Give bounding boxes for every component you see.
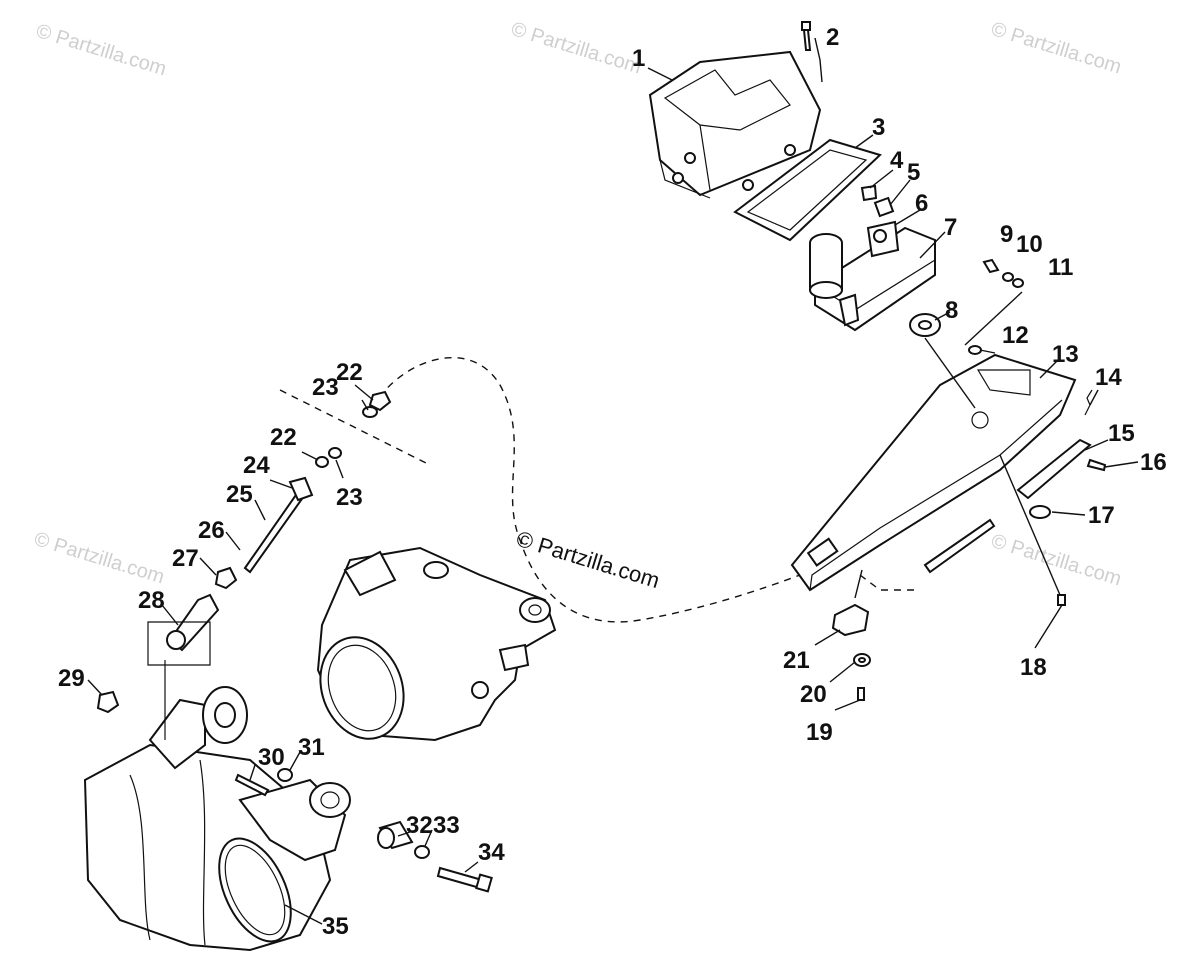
part-25-shaft <box>243 476 314 574</box>
callout-10: 10 <box>1016 231 1043 258</box>
callout-6: 6 <box>915 190 928 217</box>
axis-dashed-line-right <box>859 574 920 591</box>
callout-14: 14 <box>1095 364 1122 391</box>
leader-lines <box>87 37 1139 925</box>
part-28-rod-end <box>147 593 220 666</box>
part-27-nut <box>214 566 238 590</box>
callout-5: 5 <box>907 159 920 186</box>
callout-8: 8 <box>945 297 958 324</box>
part-35-drive-coupler <box>83 660 351 952</box>
callout-11: 11 <box>1048 254 1073 281</box>
part-20-washer <box>853 653 871 667</box>
callout-22-lower: 22 <box>270 424 297 451</box>
part-12-nut <box>968 345 982 355</box>
callout-19: 19 <box>806 719 833 746</box>
part-23-washer-upper <box>362 406 378 418</box>
callout-23-upper: 23 <box>312 374 339 401</box>
axis-dashed-line <box>279 389 431 466</box>
callout-23-lower: 23 <box>336 484 363 511</box>
callout-17: 17 <box>1088 502 1115 529</box>
part-14-clip <box>1084 389 1093 416</box>
callout-33: 33 <box>433 812 460 839</box>
part-1-cover <box>648 50 822 199</box>
callout-22-upper: 22 <box>336 359 363 386</box>
callout-12: 12 <box>1002 322 1029 349</box>
part-22-washer-lower <box>315 456 329 468</box>
part-23-washer-lower <box>328 447 342 459</box>
callout-26: 26 <box>198 517 225 544</box>
callout-25: 25 <box>226 481 253 508</box>
center-watermark: © Partzilla.com <box>514 526 663 593</box>
part-6-connector <box>866 220 900 258</box>
callout-13: 13 <box>1052 341 1079 368</box>
callout-4: 4 <box>890 147 904 174</box>
part-4-grommet <box>860 184 878 202</box>
callout-15: 15 <box>1108 420 1135 447</box>
part-2-screw <box>801 21 812 51</box>
part-19-screw <box>857 687 865 701</box>
callout-1: 1 <box>632 45 645 72</box>
callout-20: 20 <box>800 681 827 708</box>
callout-3: 3 <box>872 114 885 141</box>
part-21-bumper <box>831 603 870 637</box>
callout-24: 24 <box>243 452 270 479</box>
part-11-nut <box>1012 278 1024 288</box>
part-18-screw <box>1057 594 1066 606</box>
part-15-latch-arm <box>1016 438 1092 500</box>
callout-labels: 1 2 3 4 5 6 7 9 10 11 8 12 13 14 15 16 1… <box>58 24 1167 940</box>
callout-28: 28 <box>138 587 165 614</box>
part-17-washer <box>1029 505 1051 519</box>
part-3-gasket <box>733 138 882 242</box>
part-29-nut <box>96 690 120 714</box>
callout-31: 31 <box>298 734 325 761</box>
part-10-washer <box>1002 272 1014 282</box>
callout-34: 34 <box>478 839 505 866</box>
callout-18: 18 <box>1020 654 1047 681</box>
callout-2: 2 <box>826 24 839 51</box>
part-31-washer <box>277 768 293 782</box>
part-5-pin <box>873 196 895 218</box>
part-9-bolt <box>982 258 1000 274</box>
callout-7: 7 <box>944 214 957 241</box>
callout-32: 32 <box>406 812 433 839</box>
part-8-grommet <box>909 313 941 337</box>
part-30-screw <box>234 773 270 797</box>
part-34-bolt <box>436 866 493 893</box>
part-7-control-module <box>809 226 936 332</box>
part-16-pin <box>1086 458 1107 472</box>
part-13-mounting-plate <box>790 353 1077 592</box>
callout-21: 21 <box>783 647 810 674</box>
drive-housing <box>316 546 557 742</box>
threaded-rod <box>923 518 996 574</box>
part-33-washer <box>414 845 430 859</box>
part-22-nut-upper <box>368 390 392 412</box>
callout-35: 35 <box>322 913 349 940</box>
callout-16: 16 <box>1140 449 1167 476</box>
cable-dashed-path <box>371 357 801 623</box>
callout-29: 29 <box>58 665 85 692</box>
callout-27: 27 <box>172 545 199 572</box>
callout-30: 30 <box>258 744 285 771</box>
callout-9: 9 <box>1000 221 1013 248</box>
part-32-spacer <box>377 820 414 850</box>
